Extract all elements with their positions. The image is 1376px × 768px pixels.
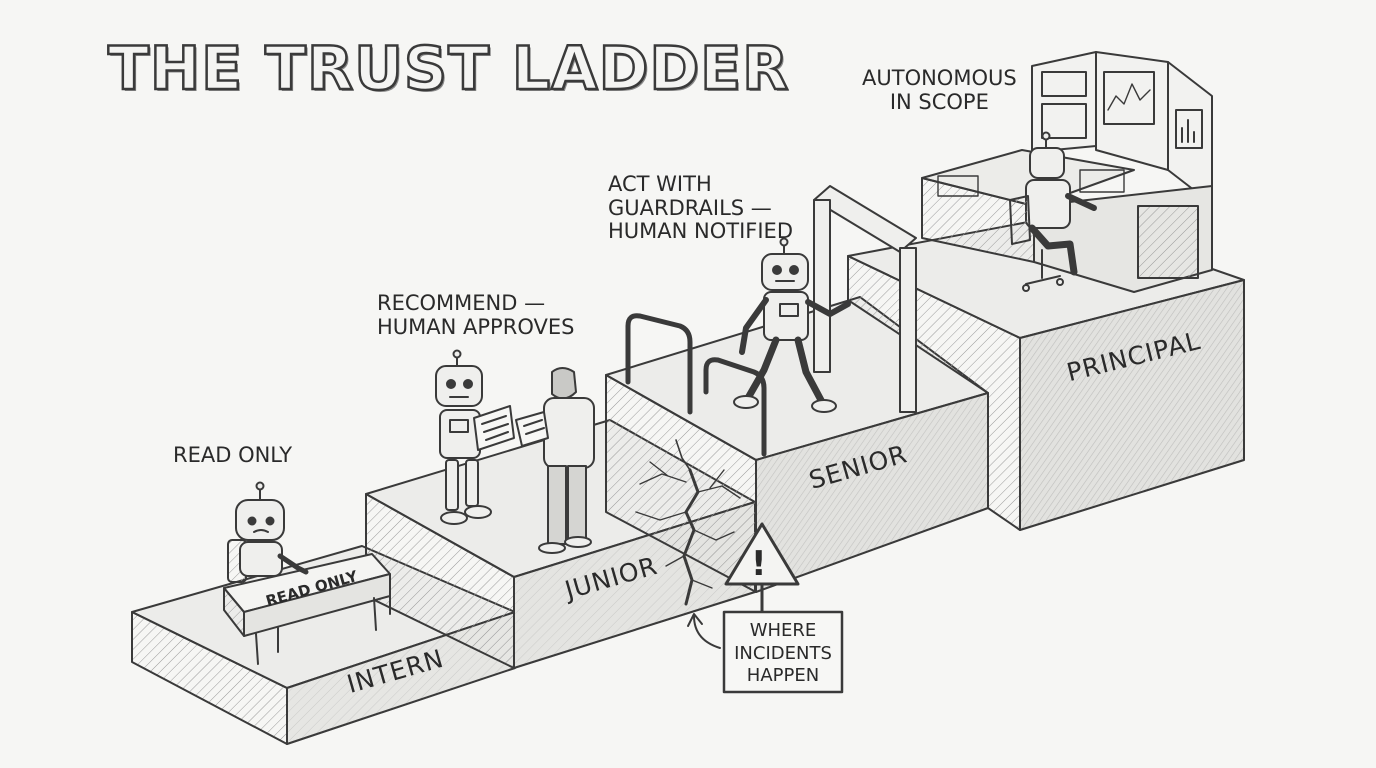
caption-senior: ACT WITH GUARDRAILS — HUMAN NOTIFIED xyxy=(608,172,794,244)
caption-intern: READ ONLY xyxy=(173,443,293,467)
warning-sign-text: WHERE INCIDENTS HAPPEN xyxy=(724,620,842,688)
robot-senior xyxy=(733,237,851,413)
crack xyxy=(635,439,741,606)
gate-frame xyxy=(813,185,917,413)
warning-sign xyxy=(687,522,844,694)
robot-junior xyxy=(435,349,515,525)
robot-intern xyxy=(227,481,309,583)
caption-senior-line3: HUMAN NOTIFIED xyxy=(608,219,794,244)
caption-junior-line1: RECOMMEND — xyxy=(377,291,546,315)
caption-principal-line2: IN SCOPE xyxy=(889,89,989,114)
warning-triangle-icon: ! xyxy=(751,544,767,584)
warning-line1: WHERE xyxy=(749,620,817,641)
robot-principal xyxy=(1009,131,1097,292)
guardrails xyxy=(625,313,767,457)
caption-junior: RECOMMEND — HUMAN APPROVES xyxy=(377,291,575,339)
caption-senior-line2: GUARDRAILS — xyxy=(608,195,772,220)
page-title: THE TRUST LADDER xyxy=(107,34,790,104)
human-approver xyxy=(515,367,595,554)
caption-senior-line1: ACT WITH xyxy=(608,172,712,196)
warning-line3: HAPPEN xyxy=(746,665,820,686)
control-console xyxy=(921,51,1213,293)
caption-junior-line2: HUMAN APPROVES xyxy=(377,314,575,339)
caption-principal: AUTONOMOUS IN SCOPE xyxy=(862,66,1017,114)
caption-principal-line1: AUTONOMOUS xyxy=(862,66,1017,90)
warning-line2: INCIDENTS xyxy=(734,642,832,664)
desk-read-only xyxy=(223,553,391,665)
